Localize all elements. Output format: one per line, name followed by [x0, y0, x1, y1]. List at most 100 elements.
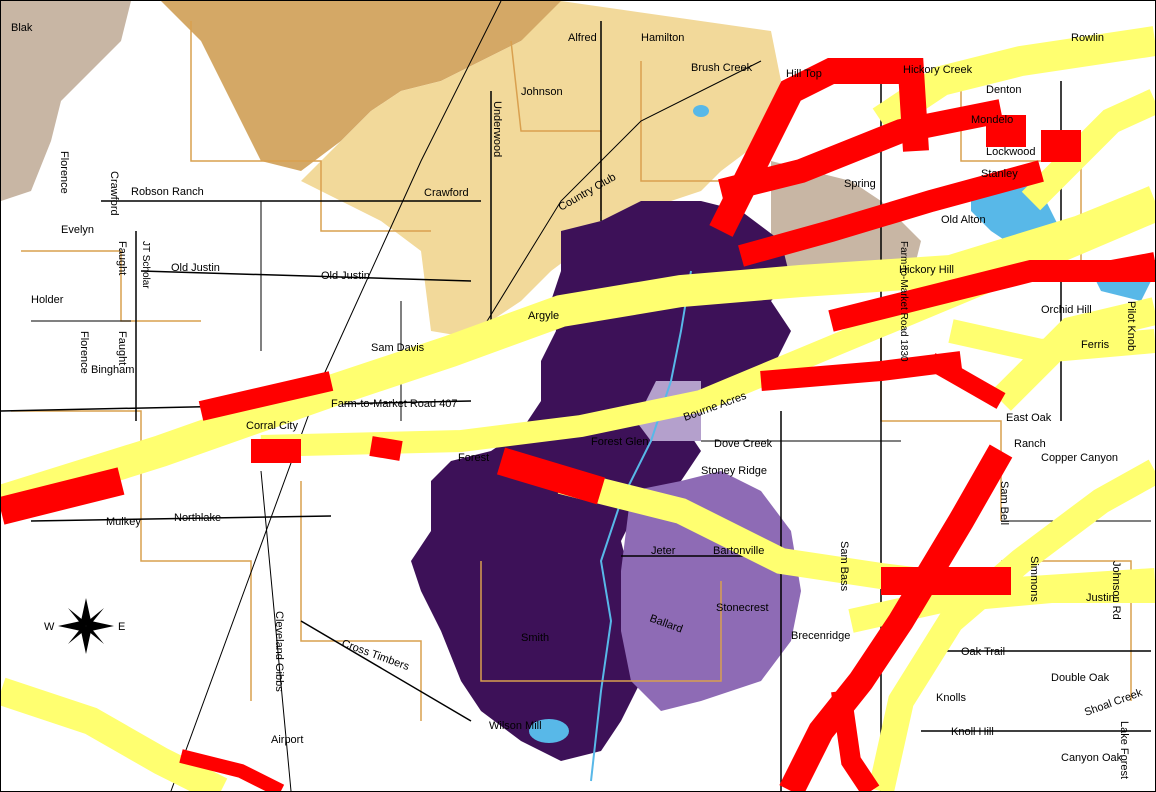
label-brecenridge: Brecenridge: [791, 630, 850, 642]
road-6: [260, 470, 292, 791]
label-faught-n: Faught: [116, 241, 128, 275]
label-dove-creek: Dove Creek: [714, 438, 773, 450]
pond-north: [693, 105, 709, 117]
label-corral-city: Corral City: [246, 420, 298, 432]
red-corridor-east: [779, 444, 1013, 791]
label-ranch: Ranch: [1014, 438, 1046, 450]
label-stonecrest: Stonecrest: [716, 602, 769, 614]
label-canyon-oak: Canyon Oak: [1061, 752, 1123, 764]
boundary-5: [300, 481, 422, 721]
compass-east: E: [118, 621, 125, 633]
label-mondelo: Mondelo: [971, 114, 1013, 126]
label-bingham: Bingham: [91, 364, 134, 376]
boundary-6: [480, 561, 722, 682]
red-corridor-layer: [1, 58, 1155, 791]
label-orchid-hill: Orchid Hill: [1041, 304, 1092, 316]
label-old-justin-w: Old Justin: [171, 262, 220, 274]
yellow-corridor-ne: [991, 297, 1155, 411]
red-corridor-west: [1, 467, 125, 525]
label-forest: Forest: [458, 452, 489, 464]
road-old-justin: [140, 270, 472, 282]
label-jt-scholar: JT Scholar: [140, 241, 151, 289]
label-forest-glen: Forest Glen: [591, 436, 648, 448]
label-fm407: Farm-to-Market Road 407: [331, 398, 458, 410]
yellow-corridor-sw: [1, 677, 228, 791]
label-hilltop: Hill Top: [786, 68, 822, 80]
red-corridor-ne1: [718, 99, 1004, 203]
label-wilson-mill: Wilson Mill: [489, 720, 542, 732]
label-oak-trail: Oak Trail: [961, 646, 1005, 658]
label-simmons: Simmons: [1028, 556, 1040, 602]
red-corridor-ne2: [738, 160, 1044, 267]
rail-diagonal: [170, 1, 502, 791]
label-florence-north: Florence: [58, 151, 70, 194]
boundary-4: [11, 410, 252, 701]
red-corridor-ne3: [828, 260, 1155, 332]
pond-south: [529, 719, 569, 743]
label-knolls: Knolls: [936, 692, 966, 704]
label-copper-canyon: Copper Canyon: [1041, 452, 1118, 464]
taupe-region-west: [1, 1, 131, 201]
red-corridor-sw: [179, 749, 285, 791]
label-alfred: Alfred: [568, 32, 597, 44]
boundary-9: [21, 250, 201, 322]
label-fm1830: Farm-to-Market Road 1830: [898, 241, 909, 362]
label-johnson-rd: Johnson Rd: [1110, 561, 1122, 620]
red-corridor-ne5: [926, 353, 1006, 409]
label-pilot-knob: Pilot Knob: [1125, 301, 1137, 351]
boundary-1: [190, 21, 431, 232]
label-shoal-creek: Shoal Creek: [1083, 687, 1144, 719]
label-airport: Airport: [271, 734, 303, 746]
label-justin: Justin: [1086, 592, 1115, 604]
label-hickory-creek: Hickory Creek: [903, 64, 973, 76]
label-old-justin-e: Old Justin: [321, 270, 370, 282]
red-corridor-w4: [369, 436, 403, 461]
label-spring: Spring: [844, 178, 876, 190]
label-evelyn: Evelyn: [61, 224, 94, 236]
label-stanley: Stanley: [981, 168, 1018, 180]
yellow-corridor-ne2: [948, 319, 1155, 364]
label-hamilton: Hamilton: [641, 32, 684, 44]
boundary-10: [1001, 560, 1132, 701]
red-corridor-w2: [198, 371, 334, 421]
label-cleveland-gibbs: Cleveland Gibbs: [273, 611, 285, 692]
label-ferris: Ferris: [1081, 339, 1110, 351]
label-crawford-w: Crawford: [108, 171, 120, 216]
label-florence-s: Florence: [78, 331, 90, 374]
label-brush-creek: Brush Creek: [691, 62, 753, 74]
road-mulkey: [30, 515, 332, 522]
red-corridor-center: [496, 447, 606, 505]
label-argyle: Argyle: [528, 310, 559, 322]
label-knoll-hill: Knoll Hill: [951, 726, 994, 738]
label-denton: Denton: [986, 84, 1021, 96]
label-holder: Holder: [31, 294, 64, 306]
medium-purple-region: [621, 471, 801, 711]
yellow-corridor-se: [868, 459, 1155, 791]
road-cross-timbers: [300, 620, 472, 722]
label-double-oak: Double Oak: [1051, 672, 1110, 684]
label-east-oak: East Oak: [1006, 412, 1052, 424]
label-johnson: Johnson: [521, 86, 563, 98]
label-sam-bass: Sam Bass: [838, 541, 850, 592]
label-smith: Smith: [521, 632, 549, 644]
label-faught-s: Faught: [116, 331, 128, 365]
label-crawford-e: Crawford: [424, 187, 469, 199]
red-corridor-south: [831, 689, 880, 791]
light-tan-region: [301, 1, 781, 336]
label-jeter: Jeter: [651, 545, 676, 557]
tan-region-north: [161, 1, 561, 171]
label-mulkey: Mulkey: [106, 516, 141, 528]
label-rowlin: Rowlin: [1071, 32, 1104, 44]
label-old-alton: Old Alton: [941, 214, 986, 226]
label-hickory-hill: Hickory Hill: [899, 264, 954, 276]
label-sam-bell: Sam Bell: [998, 481, 1010, 525]
yellow-corridor-main: [1, 186, 1155, 517]
label-lake-forest: Lake Forest: [1118, 721, 1130, 779]
label-robson-ranch: Robson Ranch: [131, 186, 204, 198]
red-corridor-right: [1099, 252, 1155, 280]
compass-rose-icon: W E: [44, 598, 125, 654]
label-lockwood: Lockwood: [986, 146, 1036, 158]
label-sam-davis: Sam Davis: [371, 342, 425, 354]
